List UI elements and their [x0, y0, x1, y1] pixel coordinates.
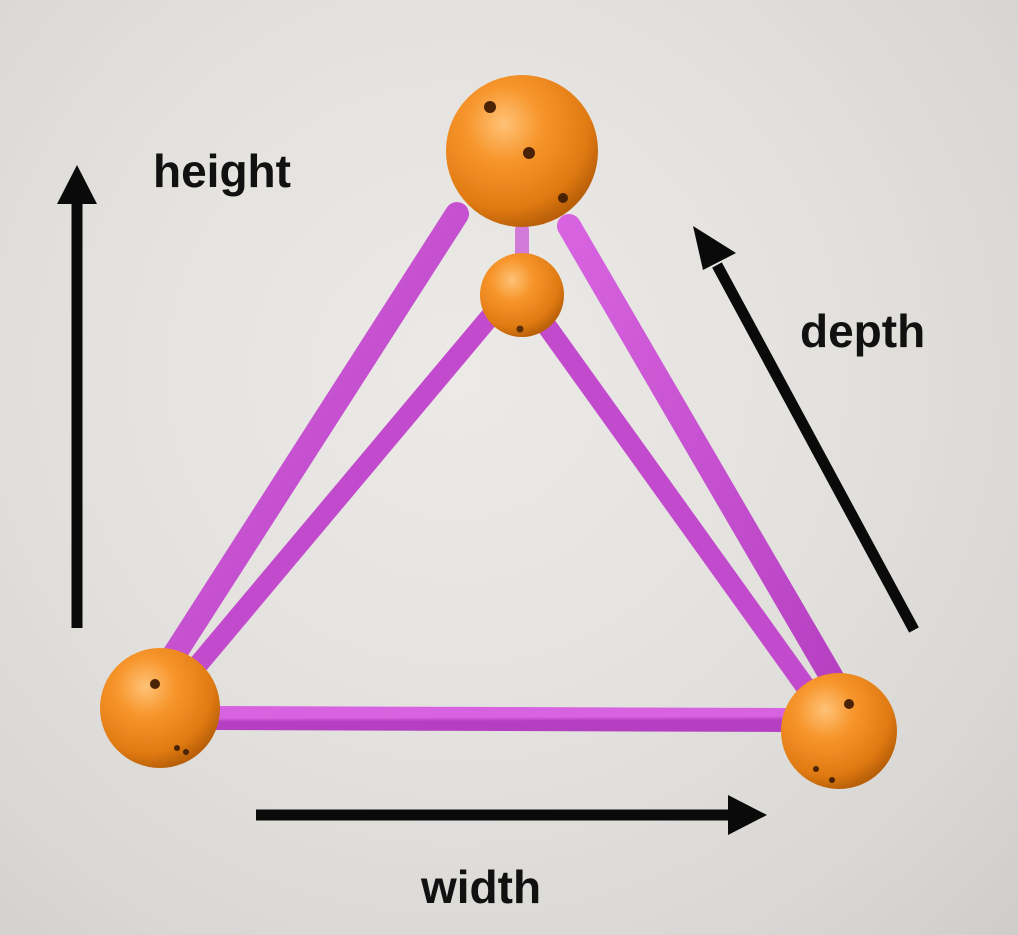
ball-back-hole	[516, 325, 524, 333]
ball-back	[480, 253, 564, 337]
width-arrow	[256, 795, 767, 835]
ball-bottom-left	[100, 648, 220, 768]
rod-inner-left	[182, 308, 499, 682]
rod-front-right	[557, 214, 857, 712]
ball-top	[446, 75, 598, 227]
height-label: height	[153, 145, 291, 197]
rod-front-left	[144, 202, 469, 695]
depth-label: depth	[800, 305, 926, 357]
width-label: width	[421, 861, 542, 913]
rod-inner-right	[536, 315, 820, 703]
depth-arrow	[693, 226, 919, 633]
rod-bottom	[202, 706, 796, 732]
ball-bottom-right	[781, 673, 897, 789]
height-arrow	[57, 165, 97, 628]
